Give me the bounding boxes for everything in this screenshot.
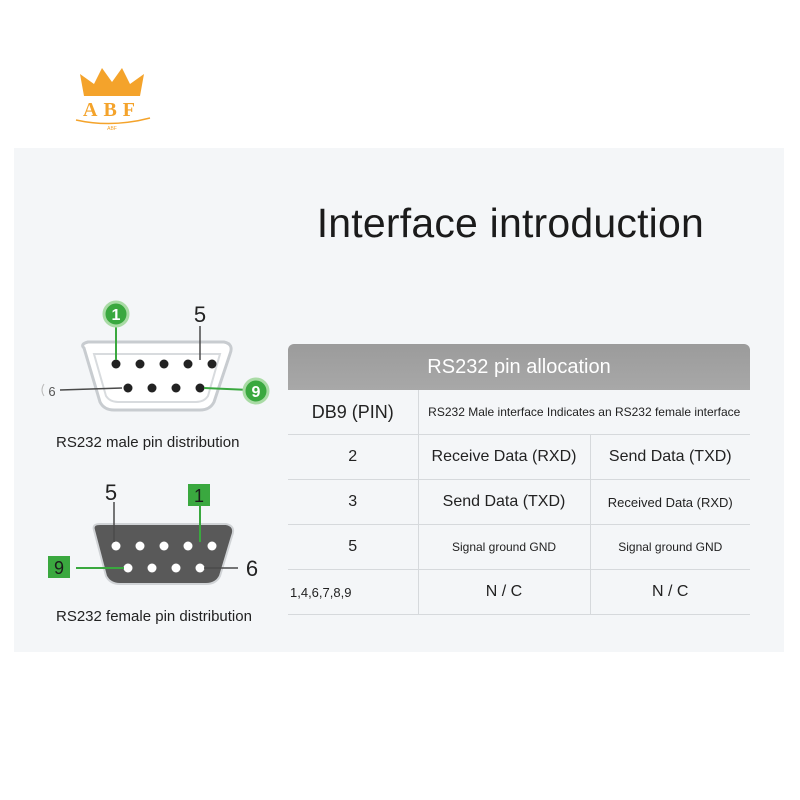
pin-cell: 5 — [288, 524, 419, 570]
female-cell: Received Data (RXD) — [590, 479, 751, 525]
logo-tagline: ABF — [107, 126, 117, 132]
table-row: 1,4,6,7,8,9 N / C N / C — [288, 569, 751, 615]
pin-cell: 2 — [288, 434, 419, 480]
male-pin9-label: 9 — [252, 384, 261, 401]
male-connector-diagram: 1 5 6 9 — [41, 300, 270, 412]
abf-crown-logo: ABF ABF — [75, 68, 151, 132]
table-row: 2 Receive Data (RXD) Send Data (TXD) — [288, 434, 751, 480]
table-row: DB9 (PIN) RS232 Male interface Indicates… — [288, 390, 751, 435]
female-pin1-label: 1 — [194, 486, 204, 506]
pin-allocation-table: RS232 pin allocation DB9 (PIN) RS232 Mal… — [288, 344, 751, 615]
male-pin1-label: 1 — [112, 307, 121, 324]
pin-cell: 1,4,6,7,8,9 — [288, 569, 419, 615]
table-header-row: RS232 pin allocation — [288, 344, 751, 390]
female-cell: Signal ground GND — [590, 524, 751, 570]
male-pin1-marker — [102, 300, 130, 328]
female-caption: RS232 female pin distribution — [56, 608, 252, 625]
table-row: 3 Send Data (TXD) Received Data (RXD) — [288, 479, 751, 525]
female-pin5-label: 5 — [105, 480, 117, 505]
female-pin1-marker — [188, 484, 210, 506]
table-row: 5 Signal ground GND Signal ground GND — [288, 524, 751, 570]
male-pins — [111, 359, 217, 393]
pin-cell: DB9 (PIN) — [288, 390, 419, 435]
male-pin6-label: 6 — [48, 384, 55, 399]
female-cell: Send Data (TXD) — [590, 434, 751, 480]
table-header: RS232 pin allocation — [288, 344, 751, 390]
interface-header-cell: RS232 Male interface Indicates an RS232 … — [418, 390, 751, 435]
female-pins — [111, 541, 217, 573]
pin-cell: 3 — [288, 479, 419, 525]
male-caption: RS232 male pin distribution — [56, 434, 240, 451]
female-pin6-label: 6 — [246, 556, 258, 581]
male-cell: Send Data (TXD) — [418, 479, 591, 525]
logo-text: ABF — [83, 99, 141, 121]
male-cell: N / C — [418, 569, 591, 615]
crown-icon — [80, 68, 144, 96]
female-pin9-marker — [48, 556, 70, 578]
female-cell: N / C — [590, 569, 751, 615]
male-pin5-label: 5 — [194, 302, 206, 327]
male-cell: Receive Data (RXD) — [418, 434, 591, 480]
male-pin9-marker — [242, 377, 270, 405]
page-title: Interface introduction — [316, 200, 704, 246]
female-connector-diagram: 5 1 9 6 — [48, 480, 258, 585]
male-cell: Signal ground GND — [418, 524, 591, 570]
female-pin9-label: 9 — [54, 558, 64, 578]
